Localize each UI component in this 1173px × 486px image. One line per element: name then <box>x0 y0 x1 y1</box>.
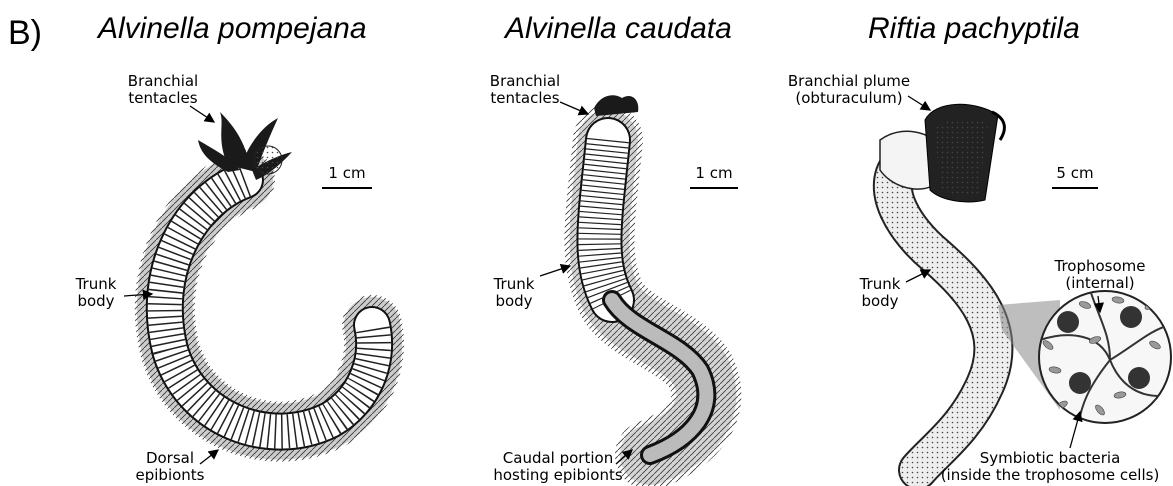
label-line: (obturaculum) <box>774 90 924 107</box>
label-line: body <box>66 293 126 310</box>
trophosome-inset <box>1039 290 1171 430</box>
scale-label-1: 1 cm <box>317 164 377 182</box>
label-line: (inside the trophosome cells) <box>930 467 1170 484</box>
label-caudal-portion: Caudal portion hosting epibionts <box>478 450 638 484</box>
label-trunk-body-2: Trunk body <box>484 276 544 310</box>
label-trunk-body-1: Trunk body <box>66 276 126 310</box>
label-line: body <box>484 293 544 310</box>
label-line: Symbiotic bacteria <box>930 450 1170 467</box>
label-line: epibionts <box>120 467 220 484</box>
arrow-branchial-tentacles-1 <box>190 106 214 122</box>
label-branchial-tentacles-1: Branchial tentacles <box>108 73 218 107</box>
label-branchial-tentacles-2: Branchial tentacles <box>470 73 580 107</box>
alvinella-caudata-drawing <box>594 95 706 455</box>
branchial-tentacles-graphic-2 <box>594 95 638 116</box>
scale-label-2: 1 cm <box>684 164 744 182</box>
label-line: Trophosome <box>1040 258 1160 275</box>
label-line: Trunk <box>66 276 126 293</box>
label-line: Trunk <box>484 276 544 293</box>
label-symbiotic-bacteria: Symbiotic bacteria (inside the trophosom… <box>930 450 1170 484</box>
branchial-plume-graphic <box>925 104 1004 202</box>
label-dorsal-epibionts: Dorsal epibionts <box>120 450 220 484</box>
label-line: tentacles <box>470 90 580 107</box>
label-line: Caudal portion <box>478 450 638 467</box>
arrow-symbiotic-bacteria <box>1070 412 1080 448</box>
label-trunk-body-3: Trunk body <box>850 276 910 310</box>
scale-label-3: 5 cm <box>1045 164 1105 182</box>
label-line: tentacles <box>108 90 218 107</box>
label-line: hosting epibionts <box>478 467 638 484</box>
label-line: body <box>850 293 910 310</box>
label-line: Trunk <box>850 276 910 293</box>
arrow-trunk-body-2 <box>540 266 570 276</box>
label-line: Branchial plume <box>774 73 924 90</box>
alvinella-pompejana-drawing <box>165 112 374 432</box>
label-line: Dorsal <box>120 450 220 467</box>
label-branchial-plume: Branchial plume (obturaculum) <box>774 73 924 107</box>
label-trophosome: Trophosome (internal) <box>1040 258 1160 292</box>
label-line: Branchial <box>108 73 218 90</box>
label-line: (internal) <box>1040 275 1160 292</box>
label-line: Branchial <box>470 73 580 90</box>
